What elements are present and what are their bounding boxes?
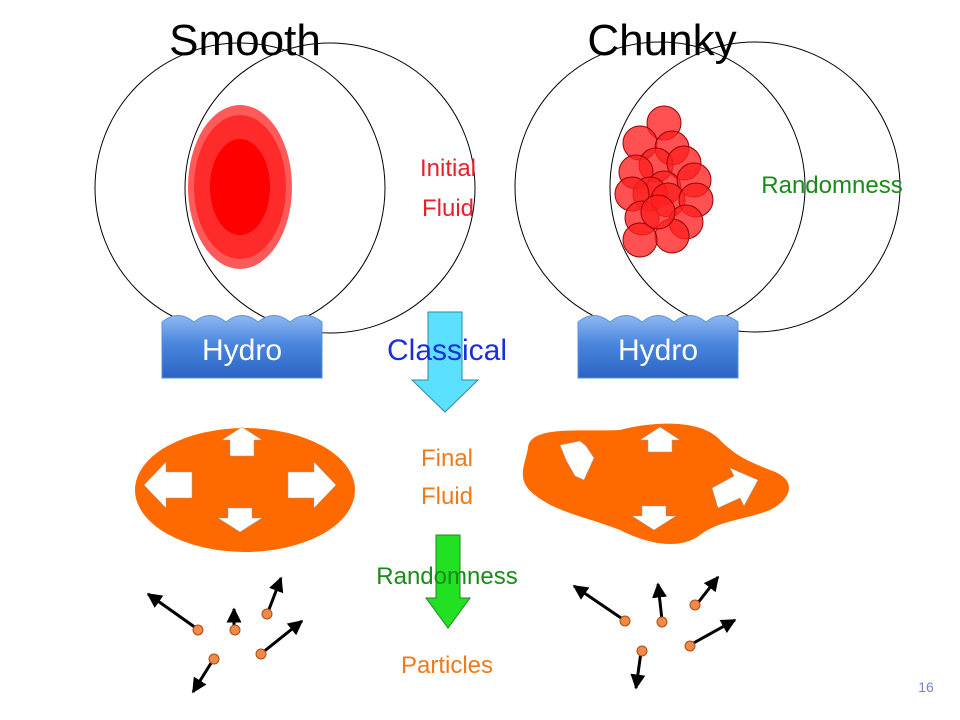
chunky-collision [514,41,901,333]
fluid-bubble [622,222,658,258]
classical-label: Classical [387,334,507,367]
white-flow-arrow [559,440,595,481]
particle-momentum-arrow [652,582,667,621]
particle [229,624,241,636]
particles-label: Particles [401,652,493,679]
particle-momentum-arrow [261,619,304,655]
particle [261,608,273,620]
particle [619,615,631,627]
nucleus-right [184,42,476,334]
chunky-fluid-blobs [614,105,714,258]
white-flow-arrow [287,461,337,509]
smooth-particles [146,576,304,694]
page-number: 16 [918,679,934,695]
chunky-particles [572,575,737,690]
initial-fluid-label-2: Fluid [422,195,474,222]
final-fluid-label-2: Fluid [421,483,473,510]
smooth-final-fluid [135,426,355,552]
smooth-title: Smooth [169,16,321,65]
hydro-box-left: Hydro [161,315,323,379]
nucleus-right [609,41,901,333]
randomness-label-middle: Randomness [376,563,517,590]
smooth-final-blob [135,428,355,552]
fluid-bubble [640,194,676,230]
white-flow-arrow [631,505,677,531]
smooth-fluid-core [210,139,270,235]
particle [255,648,267,660]
cyan-down-arrow [410,311,480,413]
white-flow-arrow [217,507,263,533]
hydro-label-left: Hydro [202,334,282,367]
green-down-arrow [425,534,471,629]
final-fluid-label-1: Final [421,445,473,472]
particle-momentum-arrow [266,576,284,613]
particle [192,624,204,636]
white-flow-arrow [221,426,263,457]
white-flow-arrow [639,426,681,453]
smooth-collision [94,42,476,334]
particle-momentum-arrow [695,575,720,605]
particle-momentum-arrow [630,651,646,690]
white-flow-arrow [143,461,193,509]
particle-momentum-arrow [572,584,625,622]
particle [656,616,668,628]
particle [636,645,648,657]
hydro-label-right: Hydro [618,334,698,367]
particle-momentum-arrow [191,659,215,694]
chunky-final-fluid [522,423,789,545]
initial-fluid-label-1: Initial [420,155,476,182]
particle-momentum-arrow [146,592,197,630]
randomness-label-top: Randomness [761,172,902,199]
chunky-title: Chunky [587,16,736,65]
particle [689,599,701,611]
particle [684,640,696,652]
particle-momentum-arrow [689,618,737,647]
white-flow-arrow [711,467,759,509]
particle [208,653,220,665]
hydro-box-right: Hydro [577,315,739,379]
